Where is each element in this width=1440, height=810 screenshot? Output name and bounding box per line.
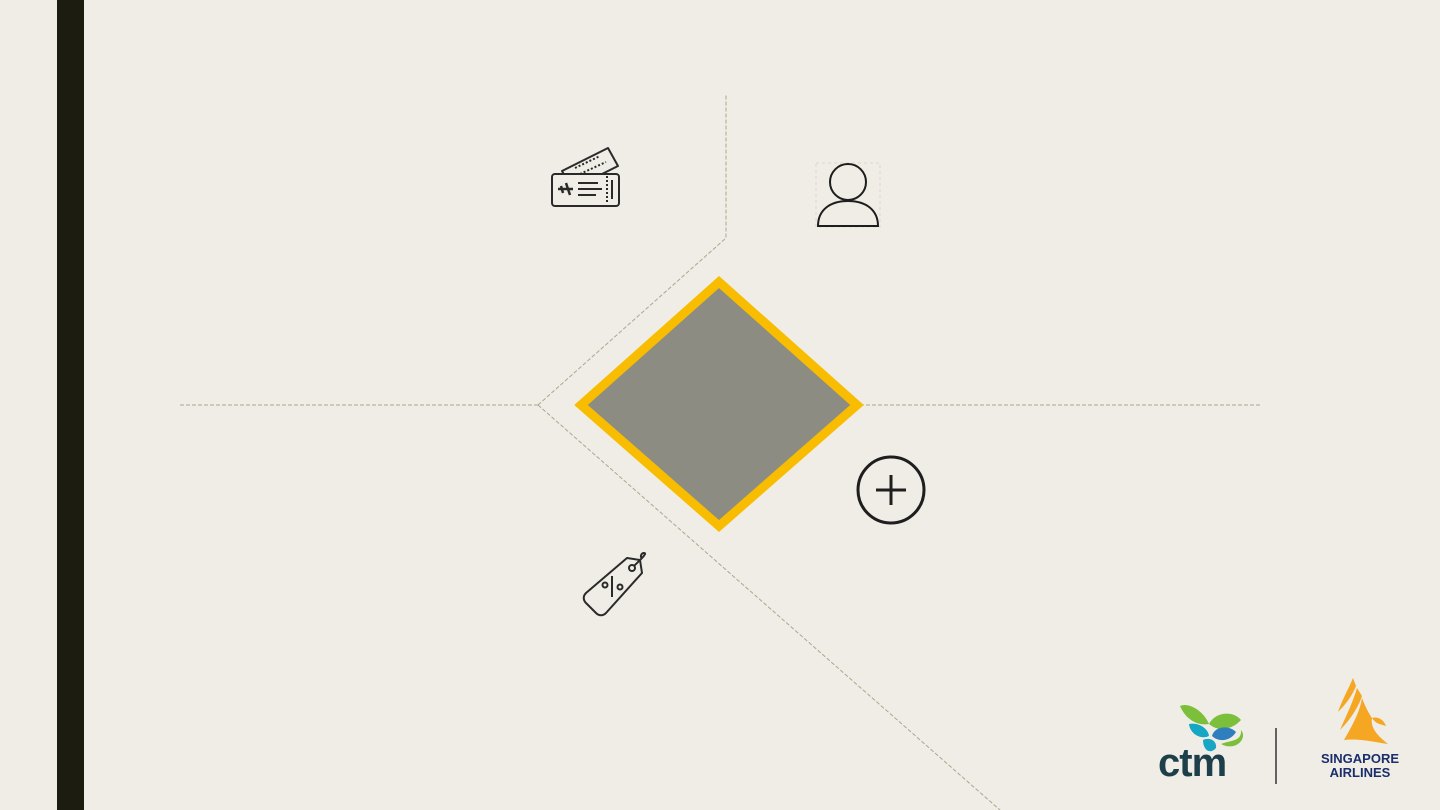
singapore-airlines-bird-icon [1338,678,1388,744]
ctm-logo-text: ctm [1158,741,1227,785]
divider-lines [180,95,1260,810]
ctm-logo-mark [1180,704,1244,752]
person-icon [815,162,881,228]
left-accent-bar [57,0,84,810]
singapore-airlines-logo-text: SINGAPORE AIRLINES [1306,752,1414,780]
singapore-airlines-line2: AIRLINES [1329,765,1391,780]
ticket-icon [551,147,620,207]
center-diamond [574,275,864,532]
plus-circle-icon [856,455,926,525]
divider-line-bottom [537,404,1001,810]
discount-tag-icon [582,552,646,617]
singapore-airlines-line1: SINGAPORE [1320,751,1399,766]
